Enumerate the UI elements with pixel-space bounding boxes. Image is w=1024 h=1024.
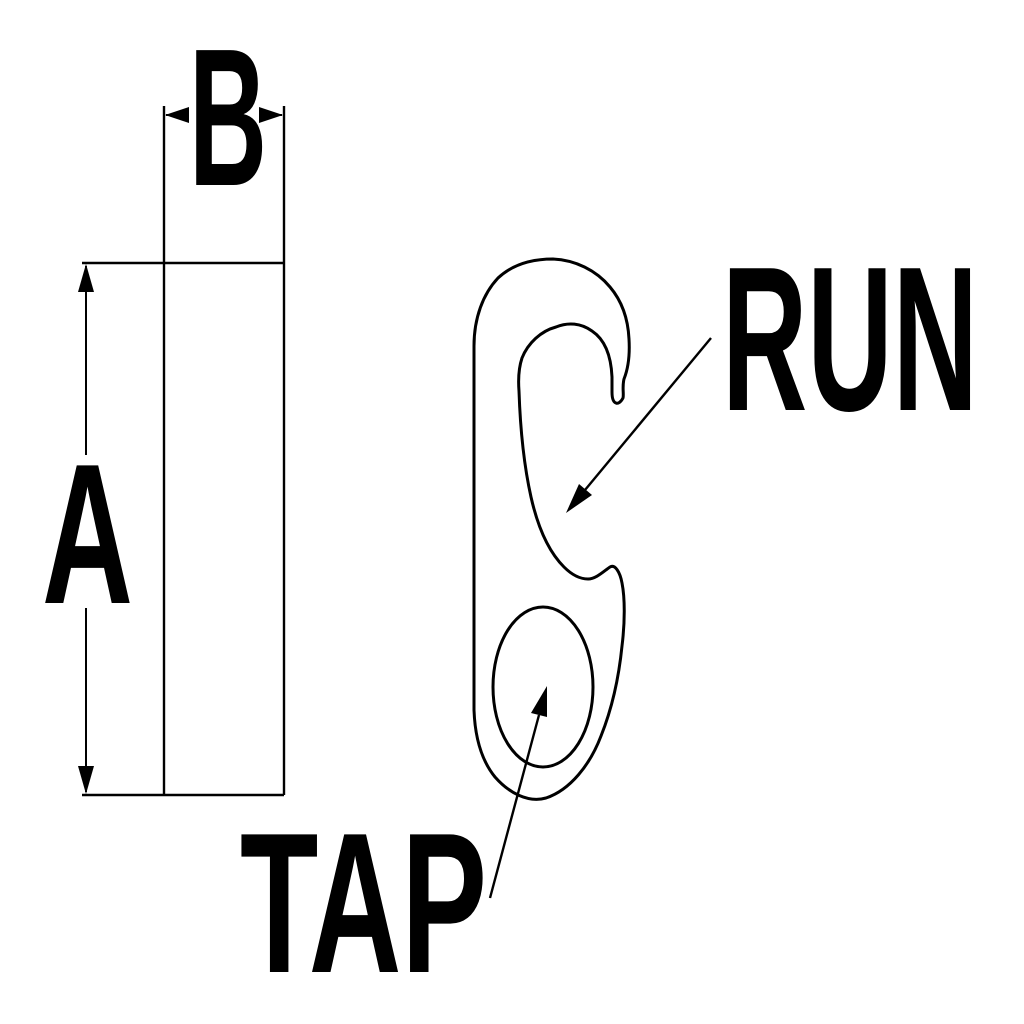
- run-label: RUN: [722, 224, 978, 454]
- tap-callout: TAP: [240, 686, 547, 1015]
- dimension-a-arrowhead-bottom: [78, 766, 94, 794]
- dimension-a: A: [42, 264, 133, 794]
- end-view-profile: RUN TAP: [240, 224, 978, 1015]
- tap-hole: [491, 605, 595, 769]
- tap-leader-line: [488, 714, 541, 899]
- run-callout: RUN: [566, 224, 978, 513]
- profile-outline: [472, 257, 631, 801]
- tap-label: TAP: [240, 792, 487, 1015]
- dimension-a-label: A: [42, 423, 133, 646]
- run-leader-line: [584, 337, 712, 491]
- side-view: A B: [42, 8, 286, 797]
- dimension-b-arrowhead-left: [165, 107, 189, 123]
- tap-leader-arrowhead: [531, 686, 547, 717]
- dimension-b: B: [165, 8, 283, 227]
- dimension-b-arrowhead-right: [259, 107, 283, 123]
- dimension-a-arrowhead-top: [78, 264, 94, 292]
- dimension-b-label: B: [189, 8, 267, 227]
- run-leader-arrowhead: [566, 484, 592, 513]
